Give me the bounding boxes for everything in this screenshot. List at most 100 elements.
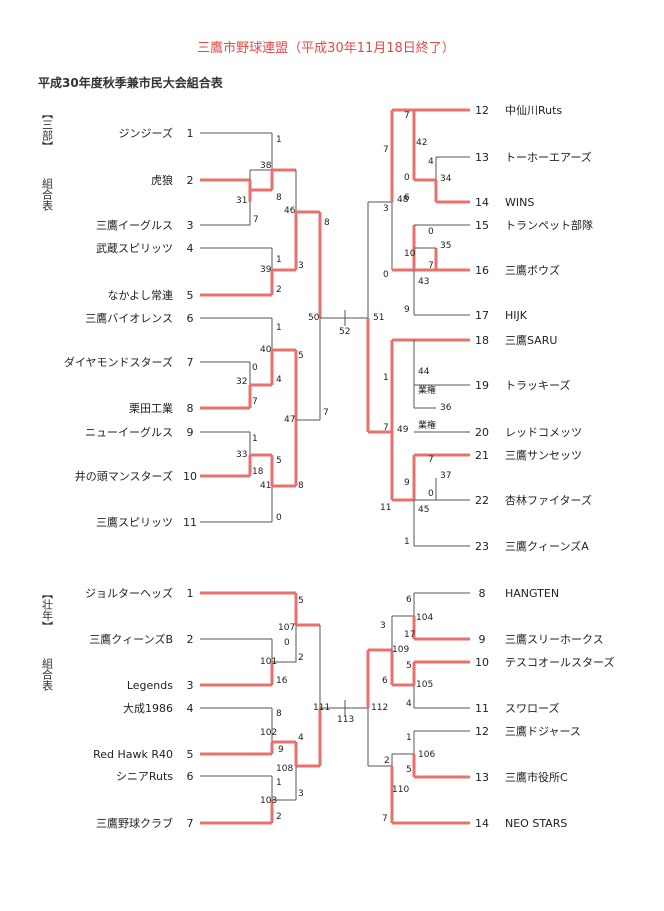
team-name: 三鷹ドジャース: [505, 724, 581, 738]
team-seed: 10: [183, 470, 197, 483]
team-name: 三鷹野球クラブ: [96, 816, 173, 830]
team-seed: 9: [479, 633, 486, 646]
team-seed: 14: [475, 817, 489, 830]
match-label: 4: [428, 157, 434, 167]
team-name: HANGTEN: [505, 587, 559, 600]
team-seed: 6: [187, 312, 194, 325]
match-label: 39: [260, 265, 272, 275]
team-seed: 17: [475, 309, 489, 322]
team-name: トラッキーズ: [505, 378, 570, 392]
match-label: 1: [276, 778, 282, 788]
match-label: 42: [416, 138, 427, 148]
match-label: 7: [428, 455, 434, 465]
team-seed: 20: [475, 426, 489, 439]
match-label: 3: [383, 204, 389, 214]
match-label: 1: [383, 373, 389, 383]
team-seed: 11: [475, 702, 489, 715]
team-name: 中仙川Ruts: [505, 104, 562, 117]
match-label: 2: [298, 653, 304, 663]
team-name: 三鷹バイオレンス: [85, 311, 173, 325]
match-label: 7: [383, 423, 389, 433]
match-label: 3: [298, 789, 304, 799]
team-seed: 4: [187, 242, 194, 255]
match-label: 1: [276, 255, 282, 265]
match-label: 17: [404, 630, 415, 640]
match-label: 0: [284, 638, 290, 648]
team-seed: 13: [475, 771, 489, 784]
match-label: 32: [236, 377, 247, 387]
match-label: 113: [337, 715, 354, 725]
team-name: 三鷹スピリッツ: [96, 515, 173, 529]
team-seed: 12: [475, 104, 489, 117]
team-seed: 9: [187, 426, 194, 439]
team-seed: 23: [475, 540, 489, 553]
team-name: スワローズ: [505, 701, 559, 715]
team-name: レッドコメッツ: [505, 426, 582, 439]
team-name: HIJK: [505, 309, 528, 322]
match-label: 50: [308, 313, 320, 323]
team-seed: 7: [187, 817, 194, 830]
team-seed: 4: [187, 702, 194, 715]
section-1-label-bottom: 組合表: [41, 178, 54, 212]
match-label: 46: [284, 206, 296, 216]
team-seed: 16: [475, 264, 489, 277]
team-name: 井の頭マンスターズ: [75, 469, 173, 483]
match-label: 7: [253, 215, 259, 225]
match-label: 8: [276, 193, 282, 203]
bracket-lines: [200, 108, 470, 825]
team-name: ジョルターヘッズ: [85, 586, 173, 600]
team-seed: 18: [475, 334, 489, 347]
team-name: ダイヤモンドスターズ: [64, 355, 173, 369]
team-name: 杏林ファイターズ: [505, 493, 592, 507]
team-seed: 10: [475, 656, 489, 669]
match-label: 31: [236, 196, 247, 206]
team-name: 三鷹イーグルス: [96, 218, 173, 232]
match-label: 2: [276, 812, 282, 822]
match-label: 109: [392, 645, 409, 655]
match-label: 6: [404, 193, 410, 203]
match-label: 106: [418, 750, 435, 760]
match-label: 52: [339, 327, 350, 337]
match-label: 110: [392, 785, 409, 795]
match-label: 1: [406, 733, 412, 743]
match-label: 3: [380, 621, 386, 631]
team-name: WINS: [505, 196, 534, 209]
match-label: 1: [252, 434, 258, 444]
team-name: 虎狼: [151, 173, 173, 187]
team-seed: 21: [475, 449, 489, 462]
team-seed: 11: [183, 516, 197, 529]
match-label: 6: [382, 676, 388, 686]
match-label: 112: [371, 703, 388, 713]
match-label: 2: [384, 756, 390, 766]
match-label: 0: [383, 270, 389, 280]
match-label: 0: [404, 173, 410, 183]
match-label: 41: [260, 481, 271, 491]
match-label: 5: [298, 596, 304, 606]
team-seed: 22: [475, 494, 489, 507]
team-name: Legends: [127, 679, 173, 692]
match-label: 34: [440, 174, 452, 184]
match-label: 0: [252, 363, 258, 373]
section-2-label-bottom: 組合表: [41, 658, 54, 692]
match-label: 7: [382, 814, 388, 824]
match-label: 47: [284, 415, 295, 425]
match-label: 0: [428, 227, 434, 237]
team-seed: 3: [187, 679, 194, 692]
match-label: 35: [440, 241, 451, 251]
match-label: 5: [276, 456, 282, 466]
team-name: トーホーエアーズ: [505, 150, 592, 164]
team-name: 武蔵スピリッツ: [96, 242, 173, 255]
match-label: 5: [406, 765, 412, 775]
match-label: 10: [404, 249, 416, 259]
team-name: 三鷹サンセッツ: [505, 448, 582, 462]
match-label: 108: [276, 764, 293, 774]
team-name: なかよし常連: [108, 288, 173, 302]
match-label: 0: [276, 513, 282, 523]
match-label: 33: [236, 450, 247, 460]
team-name: シニアRuts: [116, 770, 173, 783]
team-seed: 5: [187, 748, 194, 761]
team-seed: 8: [479, 587, 486, 600]
match-label: 7: [404, 111, 410, 121]
